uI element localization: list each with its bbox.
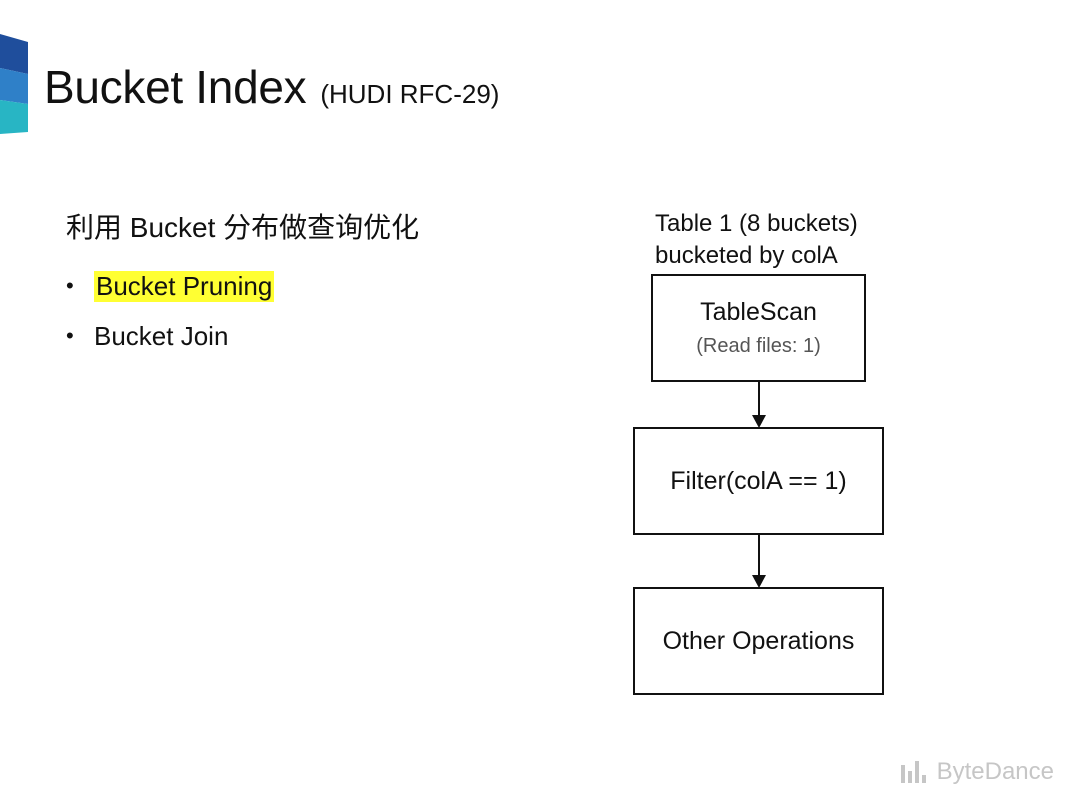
arrow-down-icon xyxy=(752,382,766,428)
bullet-dot-icon: • xyxy=(66,273,74,298)
list-item: • Bucket Join xyxy=(66,318,274,354)
list-item: • Bucket Pruning xyxy=(66,268,275,304)
diagram-caption-line1: Table 1 (8 buckets) xyxy=(655,210,858,237)
bullet-list: • Bucket Pruning • Bucket Join xyxy=(66,268,275,368)
node-filter: Filter(colA == 1) xyxy=(633,427,884,535)
logo-accent-icon xyxy=(0,34,28,134)
diagram-caption-line2: bucketed by colA xyxy=(655,242,838,269)
title-main: Bucket Index xyxy=(44,61,307,113)
arrow-down-icon xyxy=(752,535,766,588)
query-plan-diagram: Table 1 (8 buckets) bucketed by colA Tab… xyxy=(596,196,926,716)
diagram-caption: Table 1 (8 buckets) bucketed by colA xyxy=(655,208,858,272)
brand-logo: ByteDance xyxy=(900,758,1054,786)
bullet-dot-icon: • xyxy=(66,323,74,348)
node-filter-label: Filter(colA == 1) xyxy=(670,466,847,495)
brand-name: ByteDance xyxy=(936,758,1054,785)
node-other-operations: Other Operations xyxy=(633,587,884,695)
node-tablescan: TableScan (Read files: 1) xyxy=(651,274,866,382)
section-heading: 利用 Bucket 分布做查询优化 xyxy=(66,212,420,243)
node-tablescan-label: TableScan xyxy=(700,298,817,326)
title-subtitle: (HUDI RFC-29) xyxy=(320,79,500,109)
node-tablescan-note: (Read files: 1) xyxy=(696,335,821,357)
bullet-text-bucket-join: Bucket Join xyxy=(94,320,229,351)
bytedance-bars-icon xyxy=(900,761,929,783)
bullet-text-bucket-pruning: Bucket Pruning xyxy=(94,270,275,302)
node-other-operations-label: Other Operations xyxy=(662,626,855,655)
page-title: Bucket Index (HUDI RFC-29) xyxy=(44,60,499,114)
